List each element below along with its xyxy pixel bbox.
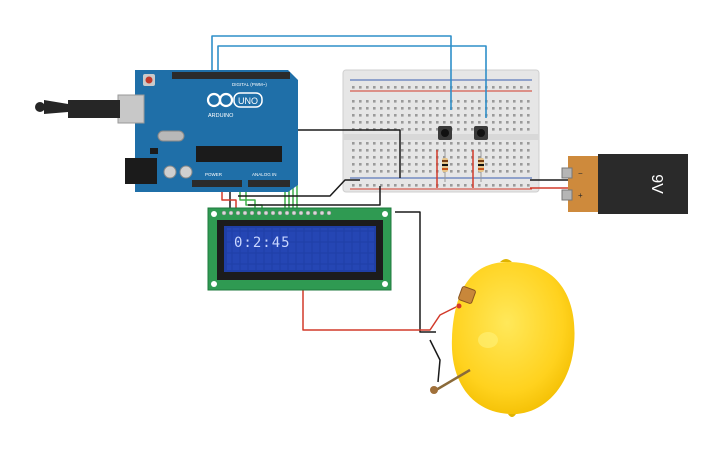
battery-minus-label: − xyxy=(578,169,583,178)
battery-voltage-label: 9V xyxy=(648,174,665,194)
usb-cable xyxy=(35,94,145,124)
arduino-uno-board: UNO ARDUINO DIGITAL (PWM~) POWER ANALOG … xyxy=(125,70,298,192)
analog-header-label: ANALOG IN xyxy=(252,172,277,177)
resistor-1 xyxy=(442,150,448,182)
digital-header-label: DIGITAL (PWM~) xyxy=(232,82,267,87)
power-header[interactable] xyxy=(192,180,242,187)
battery-plus-label: + xyxy=(578,191,583,200)
lcd-display-text: 0:2:45 xyxy=(234,235,291,251)
arduino-logo: UNO ARDUINO xyxy=(206,92,263,119)
atmega-chip xyxy=(196,146,282,162)
pushbutton-2[interactable] xyxy=(474,126,488,140)
analog-header[interactable] xyxy=(248,180,290,187)
digital-header[interactable] xyxy=(172,72,290,79)
power-header-label: POWER xyxy=(205,172,223,177)
breadboard xyxy=(342,69,540,193)
copper-electrode xyxy=(456,286,476,309)
arduino-brand-label: ARDUINO xyxy=(208,113,234,119)
zinc-nail xyxy=(430,368,471,394)
pushbutton-1[interactable] xyxy=(438,126,452,140)
lemon xyxy=(451,259,575,417)
resistor-2 xyxy=(478,150,484,182)
power-jack xyxy=(125,158,157,184)
lcd-16x2: 0:2:45 xyxy=(207,207,392,291)
arduino-model-label: UNO xyxy=(238,96,258,106)
battery-9v: − + 9V xyxy=(561,154,688,214)
